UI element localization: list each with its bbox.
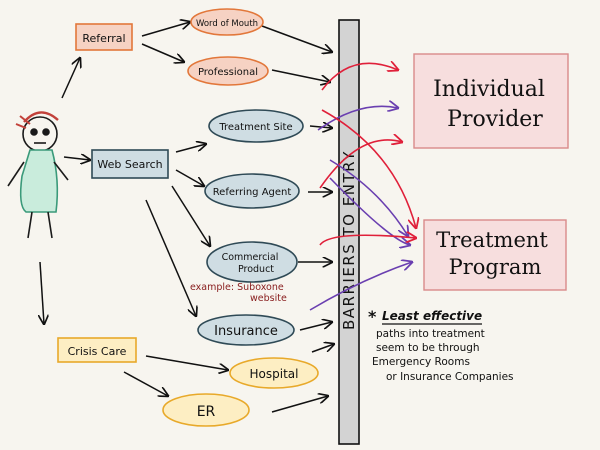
note-line-4: or Insurance Companies — [386, 371, 514, 383]
hospital-label: Hospital — [250, 367, 299, 381]
example-annotation: example: Suboxone website — [190, 282, 287, 304]
program-label: Program — [449, 255, 542, 279]
crisis-care-label: Crisis Care — [68, 345, 127, 358]
referring-agent-label: Referring Agent — [213, 187, 292, 198]
referral-node: Referral — [75, 23, 133, 51]
flow-arrows — [40, 22, 334, 413]
treatment-site-label: Treatment Site — [218, 122, 292, 133]
insurance-node: Insurance — [197, 314, 295, 346]
note-line-2: seem to be through — [376, 342, 480, 354]
provider-label: Provider — [447, 107, 543, 132]
web-search-node: Web Search — [91, 149, 169, 179]
example-line-2: website — [250, 293, 287, 304]
treatment-site-node: Treatment Site — [208, 109, 304, 143]
word-of-mouth-node: Word of Mouth — [190, 8, 264, 36]
stick-figure-person-icon — [7, 111, 69, 239]
example-line-1: example: Suboxone — [190, 282, 284, 293]
professional-label: Professional — [198, 67, 258, 78]
web-search-label: Web Search — [97, 158, 162, 171]
referral-label: Referral — [82, 32, 125, 45]
commercial-label: Commercial — [222, 252, 279, 263]
barrier-bar: BARRIERS TO ENTRY — [338, 19, 360, 445]
treatment-label: Treatment — [436, 228, 548, 252]
referring-agent-node: Referring Agent — [204, 173, 300, 209]
individual-label: Individual — [433, 77, 545, 102]
treatment-program-node: Treatment Program — [423, 219, 567, 291]
crossing-arrows — [309, 63, 416, 311]
commercial-product-node: Commercial Product — [206, 241, 298, 283]
barrier-label: BARRIERS TO ENTRY — [340, 150, 358, 330]
least-effective-note: * Least effective paths into treatment s… — [368, 307, 514, 383]
individual-provider-node: Individual Provider — [413, 53, 569, 149]
note-star: * — [368, 307, 377, 326]
insurance-label: Insurance — [214, 324, 278, 339]
product-label: Product — [238, 264, 274, 275]
er-node: ER — [162, 393, 250, 427]
note-line-3: Emergency Rooms — [372, 356, 470, 368]
er-label: ER — [197, 404, 216, 420]
crisis-care-node: Crisis Care — [57, 337, 137, 363]
note-line-1: paths into treatment — [376, 328, 485, 340]
hospital-node: Hospital — [229, 357, 319, 389]
note-emphasis: Least effective — [382, 309, 482, 323]
word-of-mouth-label: Word of Mouth — [196, 19, 258, 29]
professional-node: Professional — [187, 56, 269, 86]
